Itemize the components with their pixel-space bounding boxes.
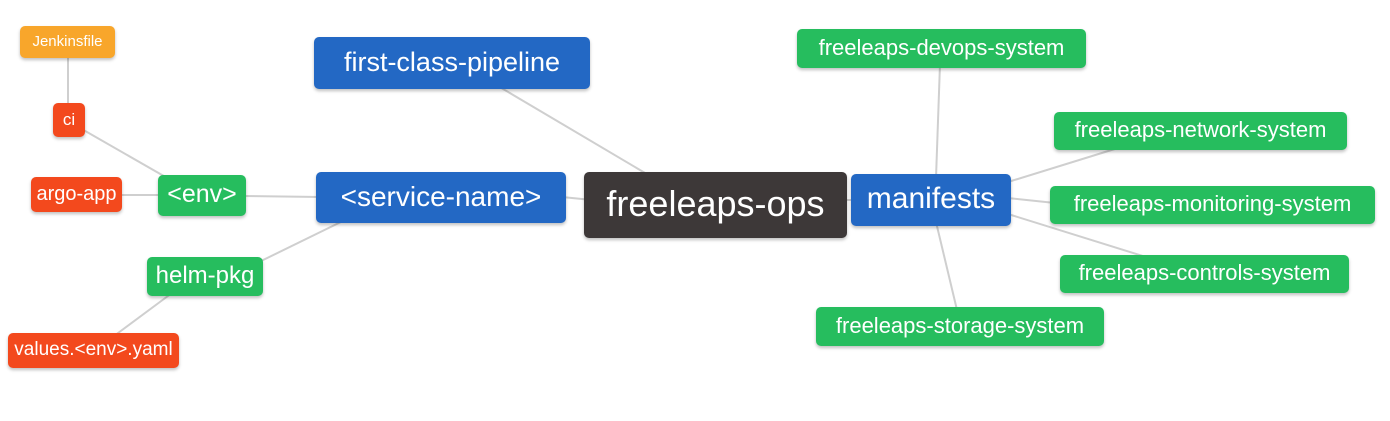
node-label-freeleaps-network-system: freeleaps-network-system <box>1074 117 1327 142</box>
node-freeleaps-devops-system[interactable]: freeleaps-devops-system <box>797 29 1086 68</box>
node-first-class-pipeline[interactable]: first-class-pipeline <box>314 37 590 89</box>
node-label-manifests: manifests <box>866 182 996 215</box>
node-freeleaps-storage-system[interactable]: freeleaps-storage-system <box>816 307 1104 346</box>
node-label-freeleaps-storage-system: freeleaps-storage-system <box>835 312 1085 338</box>
edge-manifests-to-freeleaps-devops-system <box>935 63 941 179</box>
node-service-name[interactable]: <service-name> <box>316 172 566 223</box>
node-label-freeleaps-controls-system: freeleaps-controls-system <box>1078 260 1331 285</box>
node-label-argo-app: argo-app <box>36 182 117 205</box>
node-label-first-class-pipeline: first-class-pipeline <box>343 46 561 77</box>
node-label-jenkinsfile: Jenkinsfile <box>32 32 103 50</box>
node-label-ci: ci <box>62 109 76 129</box>
node-values-env-yaml[interactable]: values.<env>.yaml <box>8 333 179 368</box>
edge-manifests-to-freeleaps-network-system <box>1007 147 1119 183</box>
node-env[interactable]: <env> <box>158 175 246 216</box>
node-label-freeleaps-devops-system: freeleaps-devops-system <box>818 34 1065 60</box>
node-manifests[interactable]: manifests <box>851 174 1011 226</box>
node-label-values-env-yaml: values.<env>.yaml <box>14 339 173 360</box>
node-freeleaps-controls-system[interactable]: freeleaps-controls-system <box>1060 255 1349 293</box>
node-freeleaps-network-system[interactable]: freeleaps-network-system <box>1054 112 1347 150</box>
node-label-freeleaps-ops: freeleaps-ops <box>606 183 825 224</box>
node-helm-pkg[interactable]: helm-pkg <box>147 257 263 296</box>
node-freeleaps-ops[interactable]: freeleaps-ops <box>584 172 847 238</box>
node-label-helm-pkg: helm-pkg <box>155 261 255 289</box>
node-argo-app[interactable]: argo-app <box>31 177 122 212</box>
edge-manifests-to-freeleaps-storage-system <box>935 221 958 311</box>
edge-values-env-yaml-to-helm-pkg <box>113 292 173 337</box>
node-label-env: <env> <box>167 180 237 208</box>
edge-env-to-service-name <box>241 195 321 198</box>
node-label-freeleaps-monitoring-system: freeleaps-monitoring-system <box>1073 191 1352 216</box>
edge-first-class-pipeline-to-freeleaps-ops <box>497 85 663 184</box>
node-ci[interactable]: ci <box>53 103 85 137</box>
edge-helm-pkg-to-service-name <box>256 217 350 264</box>
node-label-service-name: <service-name> <box>340 180 542 212</box>
edge-manifests-to-freeleaps-monitoring-system <box>1007 197 1056 204</box>
node-freeleaps-monitoring-system[interactable]: freeleaps-monitoring-system <box>1050 186 1375 224</box>
node-jenkinsfile[interactable]: Jenkinsfile <box>20 26 115 58</box>
